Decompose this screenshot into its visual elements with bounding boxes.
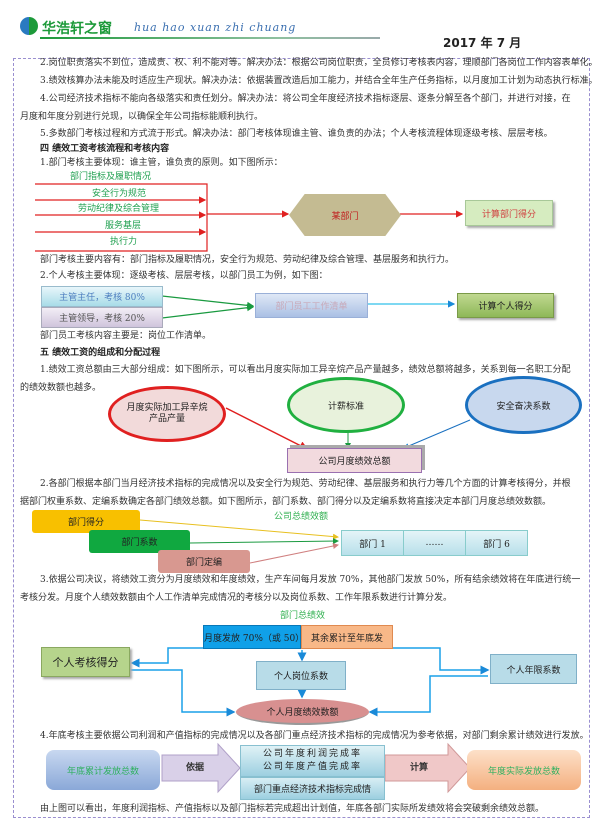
post-coef-label: 个人岗位系数: [273, 672, 328, 682]
dept-input-label: 执行力: [110, 237, 138, 247]
paragraph: 4.公司经济技术指标不能向各级落实和责任划分。解决办法：将公司全年度经济技术指标…: [40, 94, 571, 104]
work-list-label: 部门员工工作清单: [275, 302, 348, 312]
years-coef-label: 个人年限系数: [506, 665, 561, 676]
year-end-total-box: 年底累计发放总数: [46, 750, 160, 790]
dept-score-input-label: 部门得分: [67, 518, 104, 528]
paragraph: 3.绩效核算办法未能及时适应生产现状。解决办法：依据装置改造后加工能力，并结合全…: [40, 76, 598, 86]
paragraph: 由上图可以看出，年度利润指标、产值指标以及部门指标若完成超出计划值，年底各部门实…: [40, 804, 545, 814]
section-heading: 四 绩效工资考核流程和考核内容: [40, 144, 170, 154]
basis-arrow-label: 依据: [186, 763, 205, 773]
supervisor-director-label: 主管主任，考核 80%: [59, 293, 145, 303]
content-frame: [13, 58, 590, 818]
work-list-box: 部门员工工作清单: [255, 293, 368, 318]
supervisor-leader-box: 主管领导，考核 20%: [41, 307, 163, 328]
paragraph: 3.依据公司决议，将绩效工资分为月度绩效和年度绩效，生产车间每月发放 70%，其…: [40, 575, 581, 585]
personal-score-label: 个人考核得分: [52, 656, 119, 669]
dept-cell: ……: [404, 531, 466, 555]
year-end-total-label: 年底累计发放总数: [66, 766, 139, 777]
dept-score-input: 部门得分: [32, 510, 140, 533]
logo-text: 华浩轩之窗: [42, 21, 112, 37]
dept-coef-input-label: 部门系数: [121, 538, 158, 548]
section-heading: 五 绩效工资的组成和分配过程: [40, 348, 161, 358]
dept-indicator-label: 部门重点经济技术指标完成情: [253, 785, 371, 795]
logo-icon: [20, 17, 38, 35]
department-label: 某部门: [331, 211, 359, 222]
dept-indicator-box: 部门重点经济技术指标完成情: [240, 777, 385, 800]
years-coef-box: 个人年限系数: [490, 654, 577, 684]
company-total-title: 公司总绩效额: [274, 512, 329, 522]
paragraph: 据部门权重系数、定编系数确定各部门绩效总额。如下图所示，部门系数、部门得分以及定…: [20, 497, 552, 507]
paragraph: 部门考核主要内容有：部门指标及履职情况，安全行为规范、劳动纪律及综合管理、基层服…: [40, 255, 455, 265]
personal-score-box: 个人考核得分: [41, 647, 130, 677]
dept-total-title: 部门总绩效: [280, 611, 326, 621]
paragraph: 2.岗位职责落实不到位，造成责、权、利不能对等。解决办法：根据公司岗位职责，全员…: [40, 58, 598, 68]
salary-standard-ellipse: 计薪标准: [287, 377, 405, 433]
company-rates-box: 公司年度利润完成率 公司年度产值完成率: [240, 745, 385, 777]
dept-input-label: 安全行为规范: [92, 189, 147, 199]
monthly-release-label: 月度发放 70%（或 50）: [204, 633, 305, 644]
dept-coef-input: 部门系数: [89, 530, 190, 553]
output-volume-label: 月度实际加工异辛烷产品产量: [126, 403, 208, 424]
monthly-amount-label: 个人月度绩效数额: [266, 707, 339, 718]
supervisor-director-box: 主管主任，考核 80%: [41, 286, 163, 307]
paragraph: 部门员工考核内容主要是：岗位工作清单。: [40, 331, 212, 341]
dept-cell: 部门 1: [342, 531, 404, 555]
paragraph: 1.绩效工资总额由三大部分组成：如下图所示，可以看出月度实际加工异辛烷产品产量越…: [40, 365, 571, 375]
dept-input-label: 劳动纪律及综合管理: [78, 204, 160, 214]
dept-staffing-input-label: 部门定编: [185, 558, 222, 568]
monthly-total-label: 公司月度绩效总额: [318, 457, 391, 467]
safety-coef-label: 安全奋决系数: [496, 401, 551, 412]
monthly-amount-ellipse: 个人月度绩效数额: [236, 699, 369, 725]
output-rate-label: 公司年度产值完成率: [262, 762, 362, 772]
logo-pinyin: hua hao xuan zhi chuang: [134, 21, 297, 34]
supervisor-leader-label: 主管领导，考核 20%: [59, 314, 145, 324]
dept-row: 部门 1 …… 部门 6: [341, 530, 528, 556]
dept-cell-label: ……: [425, 538, 444, 548]
monthly-release-box: 月度发放 70%（或 50）: [203, 625, 305, 649]
paragraph: 考核分发。月度个人绩效数额由个人工作清单完成情况的考核分以及岗位系数、工作年限系…: [20, 593, 453, 603]
paragraph: 月度和年度分别进行兑现，以确保全年公司指标能顺利执行。: [20, 112, 264, 122]
dept-cell-label: 部门 6: [483, 539, 510, 550]
calc-arrow-label: 计算: [410, 763, 429, 773]
dept-score-box: 计算部门得分: [465, 200, 553, 226]
header-date: 2017 年 7 月: [443, 36, 522, 50]
profit-rate-label: 公司年度利润完成率: [262, 749, 362, 759]
paragraph: 1.部门考核主要体现：谁主管，谁负责的原则。如下图所示：: [40, 158, 283, 168]
paragraph: 2.个人考核主要体现：逐级考核、层层考核，以部门员工为例，如下图：: [40, 271, 328, 281]
output-volume-ellipse: 月度实际加工异辛烷产品产量: [108, 386, 226, 442]
paragraph: 4.年底考核主要依据公司利润和产值指标的完成情况以及各部门重点经济技术指标的完成…: [40, 731, 589, 741]
paragraph: 5.多数部门考核过程和方式流于形式。解决办法：部门考核体现谁主管、谁负责的办法；…: [40, 129, 553, 139]
personal-score-box: 计算个人得分: [457, 293, 554, 318]
paragraph: 2.各部门根据本部门当月经济技术指标的完成情况以及安全行为规范、劳动纪律、基层服…: [40, 479, 571, 489]
post-coef-box: 个人岗位系数: [256, 661, 346, 690]
personal-score-label: 计算个人得分: [478, 302, 533, 312]
actual-release-label: 年度实际发放总数: [487, 766, 560, 777]
paragraph: 的绩效数额也越多。: [20, 383, 102, 393]
remaining-label: 其余累计至年底发: [310, 633, 383, 644]
dept-input-label: 服务基层: [105, 221, 142, 231]
dept-cell-label: 部门 1: [359, 539, 386, 550]
monthly-total-box: 公司月度绩效总额: [287, 448, 422, 473]
dept-input-label: 部门指标及履职情况: [70, 172, 152, 182]
department-hexagon: 某部门: [289, 194, 401, 236]
dept-score-label: 计算部门得分: [481, 209, 536, 220]
remaining-box: 其余累计至年底发: [301, 625, 393, 649]
safety-coef-ellipse: 安全奋决系数: [465, 376, 582, 434]
actual-release-box: 年度实际发放总数: [467, 750, 581, 790]
dept-staffing-input: 部门定编: [158, 550, 250, 573]
dept-cell: 部门 6: [466, 531, 527, 555]
header-rule: [40, 37, 380, 39]
arrow-shape: [161, 742, 241, 794]
arrow-shape: [384, 742, 471, 794]
salary-standard-label: 计薪标准: [327, 401, 364, 412]
